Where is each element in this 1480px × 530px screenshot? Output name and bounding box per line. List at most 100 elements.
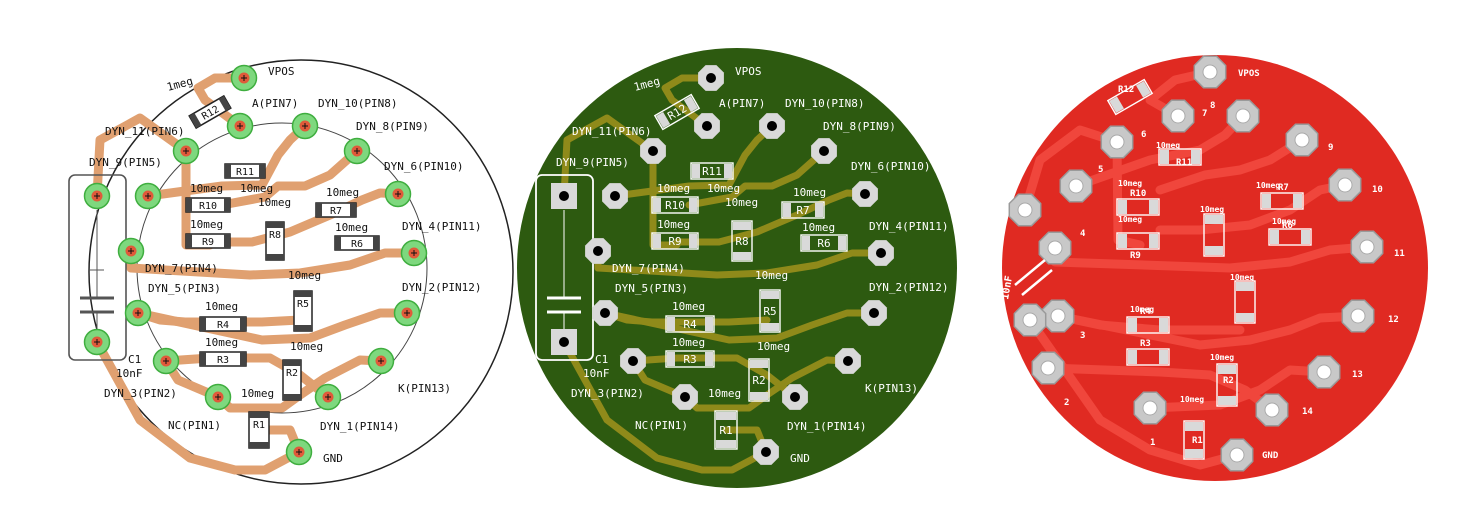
layout-resistor-value-r1: 10meg bbox=[290, 340, 323, 353]
green-pad-pin9 bbox=[811, 138, 837, 164]
layout-pad-pin12 bbox=[393, 299, 421, 327]
red-resistor-ref-r11: R11 bbox=[1176, 158, 1192, 168]
green-pad-pin5 bbox=[602, 183, 628, 209]
layout-resistor-r4: R4 bbox=[199, 316, 247, 332]
green-resistor-r6: R6 bbox=[800, 234, 848, 252]
red-traces bbox=[1020, 67, 1372, 470]
red-resistor-ref-r7: R7 bbox=[1278, 183, 1289, 193]
layout-resistor-r8: R8 bbox=[265, 221, 285, 261]
red-pad-pin10 bbox=[1328, 168, 1362, 202]
green-resistor-value-r9: 10meg bbox=[657, 218, 690, 231]
layout-resistor-ref: R3 bbox=[217, 355, 229, 366]
red-trace bbox=[1145, 365, 1329, 413]
red-trace bbox=[1155, 180, 1350, 235]
red-pad-pin2 bbox=[1031, 351, 1065, 385]
green-resistor-ref: R1 bbox=[719, 424, 732, 437]
layout-resistor-r12: R12 bbox=[188, 94, 232, 130]
red-resistor-value: 10meg bbox=[1130, 305, 1154, 314]
layout-resistor-r3: R3 bbox=[199, 351, 247, 367]
red-pin-number-pin7: 7 bbox=[1202, 109, 1207, 119]
layout-trace bbox=[161, 353, 333, 402]
layout-pad-pin14 bbox=[314, 383, 342, 411]
layout-label-pin8: DYN_10(PIN8) bbox=[318, 97, 397, 110]
layout-pads bbox=[83, 64, 428, 466]
red-cap-plate-2 bbox=[1021, 269, 1053, 296]
red-resistor-r6 bbox=[1268, 228, 1312, 246]
green-label-pin3: DYN_5(PIN3) bbox=[615, 282, 688, 295]
green-pad-pin6 bbox=[640, 138, 666, 164]
layout-label-pin12: DYN_2(PIN12) bbox=[402, 281, 481, 294]
layout-label-pin13: K(PIN13) bbox=[398, 382, 451, 395]
layout-resistor-ref: R10 bbox=[199, 201, 217, 212]
layout-label-vpos: VPOS bbox=[268, 65, 295, 78]
layout-pad-pin5 bbox=[134, 182, 162, 210]
green-resistor-r4: R4 bbox=[665, 315, 715, 333]
green-trace bbox=[594, 249, 885, 279]
red-trace bbox=[1020, 125, 1122, 215]
layout-pad-pin1 bbox=[204, 383, 232, 411]
green-label-pin5: DYN_9(PIN5) bbox=[556, 156, 629, 169]
red-trace bbox=[1155, 135, 1307, 195]
red-pin-number-pin3: 3 bbox=[1080, 331, 1085, 341]
green-pad-pin13 bbox=[835, 348, 861, 374]
green-pad-vpos bbox=[698, 65, 724, 91]
layout-resistor-value-r10: 10meg bbox=[190, 182, 223, 195]
layout-pad-pin11 bbox=[400, 239, 428, 267]
layout-resistor-ref: R8 bbox=[269, 230, 281, 241]
red-resistor-r1 bbox=[1183, 420, 1205, 460]
green-resistor-ref: R7 bbox=[796, 204, 809, 217]
layout-trace bbox=[92, 337, 304, 475]
green-resistor-r7: R7 bbox=[781, 201, 825, 219]
red-pad-pin12 bbox=[1341, 299, 1375, 333]
red-resistor-value: 10meg bbox=[1210, 353, 1234, 362]
layout-trace bbox=[143, 121, 310, 201]
layout-resistor-value-r6: 10meg bbox=[335, 221, 368, 234]
layout-resistor-value-r3: 10meg bbox=[205, 336, 238, 349]
green-label-gnd: GND bbox=[790, 452, 810, 465]
layout-pad-pin2 bbox=[152, 347, 180, 375]
green-resistor-r3: R3 bbox=[665, 350, 715, 368]
green-resistor-value-r4: 10meg bbox=[672, 300, 705, 313]
red-pin-number-pin10: 10 bbox=[1372, 185, 1383, 195]
red-pad-gnd bbox=[1220, 438, 1254, 472]
layout-label-gnd: GND bbox=[323, 452, 343, 465]
layout-capacitor-outline bbox=[68, 174, 127, 361]
layout-cap-value: 10nF bbox=[116, 367, 143, 380]
red-resistor-r4 bbox=[1126, 316, 1170, 334]
layout-resistor-ref: R4 bbox=[217, 320, 229, 331]
red-pad-pin6 bbox=[1100, 125, 1134, 159]
red-trace bbox=[1050, 242, 1372, 273]
green-resistor-r12: R12 bbox=[653, 93, 701, 131]
layout-resistor-r7: R7 bbox=[315, 202, 357, 218]
green-resistor-value-r10: 10meg bbox=[657, 182, 690, 195]
layout-trace bbox=[92, 113, 191, 201]
green-label-pin4: DYN_7(PIN4) bbox=[612, 262, 685, 275]
green-label-pin2: DYN_3(PIN2) bbox=[571, 387, 644, 400]
layout-resistor-ref: R6 bbox=[351, 239, 363, 250]
green-trace bbox=[673, 189, 869, 246]
green-resistor-value-r3: 10meg bbox=[672, 336, 705, 349]
green-resistor-ref: R6 bbox=[817, 237, 830, 250]
red-label-vpos: VPOS bbox=[1238, 69, 1260, 79]
red-pad-pin1 bbox=[1133, 391, 1167, 425]
green-pads bbox=[551, 65, 894, 465]
layout-resistor-ref: R5 bbox=[297, 299, 309, 310]
red-resistor-r8 bbox=[1203, 213, 1225, 257]
layout-trace bbox=[133, 308, 412, 345]
layout-label-pin4: DYN_7(PIN4) bbox=[145, 262, 218, 275]
red-resistor-ref-r10: R10 bbox=[1130, 189, 1146, 199]
layout-labels: 1meg10meg10meg10meg10meg10meg10meg10meg1… bbox=[89, 65, 481, 465]
red-resistor-ref-r6: R6 bbox=[1282, 221, 1293, 231]
green-trace bbox=[560, 338, 770, 474]
red-pin-number-pin12: 12 bbox=[1388, 315, 1399, 325]
layout-pad-pin9 bbox=[343, 137, 371, 165]
green-board-body bbox=[517, 48, 957, 488]
layout-capacitor-symbol bbox=[80, 210, 114, 330]
layout-label-pin11: DYN_4(PIN11) bbox=[402, 220, 481, 233]
layout-pad-pin8 bbox=[291, 112, 319, 140]
red-resistor-r10 bbox=[1116, 198, 1160, 216]
